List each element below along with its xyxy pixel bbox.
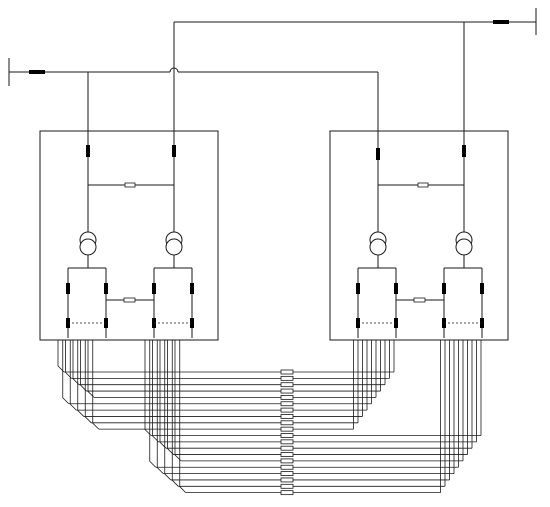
tie-links: [280, 369, 294, 496]
tie-link-8: [280, 414, 294, 419]
left-transformer-b: [165, 231, 183, 256]
feeder-left-a-3: [72, 340, 80, 385]
feeder-left-b-10: [179, 340, 187, 493]
tie-link-4: [280, 388, 294, 394]
feeder-left-b-8: [164, 340, 172, 481]
feeder-left-a-9: [84, 340, 92, 424]
feeder-left-a-10: [92, 340, 100, 430]
right-lv-bus-tie: [413, 297, 426, 303]
feeder-left-b-6: [149, 340, 157, 468]
right-in-breaker-b: [462, 145, 466, 157]
feeder-left-a-2: [65, 340, 72, 379]
tie-link-18: [280, 477, 294, 483]
left-lv-breaker-a1: [66, 283, 70, 294]
tie-link-12: [280, 439, 294, 445]
feeder-left-a-6: [62, 340, 70, 405]
left-transformer-a: [79, 231, 97, 256]
feeder-left-b-1: [144, 340, 152, 436]
feeder-left-b-4: [167, 340, 174, 455]
tie-link-20: [280, 490, 294, 496]
feeder-left-a-4: [80, 340, 87, 392]
tie-link-17: [280, 471, 294, 477]
right-transformer-a: [369, 231, 387, 256]
left-lv-breaker-b2: [190, 283, 194, 294]
feeder-left-a-1: [57, 340, 65, 373]
tie-link-3: [280, 382, 294, 388]
tie-link-2: [280, 375, 294, 381]
right-lv-breaker-b1: [442, 283, 446, 294]
station-left-enclosure: [39, 130, 219, 341]
right-lv-breaker-b2: [480, 283, 484, 294]
tie-link-14: [280, 452, 294, 457]
tie-link-6: [280, 401, 294, 407]
left-lv-bus-tie: [123, 297, 136, 303]
left-lv-breaker-b1: [152, 283, 156, 294]
right-transformer-b: [455, 231, 473, 256]
station-right-enclosure: [329, 130, 509, 341]
feeder-left-a-8: [77, 340, 85, 417]
feeder-left-b-7: [156, 340, 164, 474]
tie-link-11: [280, 433, 294, 438]
tie-link-1: [280, 369, 294, 375]
left-in-breaker-a: [86, 145, 90, 157]
feeder-left-b-2: [152, 340, 159, 443]
tie-link-7: [280, 407, 294, 413]
right-lv-breaker-a1: [356, 283, 360, 294]
tie-link-5: [280, 394, 294, 400]
left-source-breaker: [29, 70, 45, 74]
station-right: [329, 22, 509, 341]
right-lv-breaker-a2: [394, 283, 398, 294]
feeder-left-a-5: [87, 340, 95, 398]
feeder-left-a-7: [69, 340, 77, 411]
feeder-left-b-3: [159, 340, 167, 449]
feeder-left-b-9: [171, 340, 179, 487]
tie-link-15: [280, 458, 294, 464]
tie-link-19: [280, 483, 294, 489]
right-source-breaker: [493, 20, 509, 24]
station-left: [39, 22, 219, 341]
tie-link-13: [280, 445, 294, 451]
tie-link-10: [280, 426, 294, 432]
tie-link-9: [280, 420, 294, 426]
left-lv-breaker-a2: [104, 283, 108, 294]
tie-link-16: [280, 464, 294, 470]
feeder-bundles: [57, 339, 482, 494]
feeder-left-b-5: [174, 340, 182, 462]
incoming-lines: [8, 8, 537, 86]
left-in-breaker-b: [172, 145, 176, 157]
left-hv-bus-tie: [124, 182, 136, 188]
right-in-breaker-a: [376, 148, 380, 160]
right-hv-bus-tie: [417, 182, 429, 188]
